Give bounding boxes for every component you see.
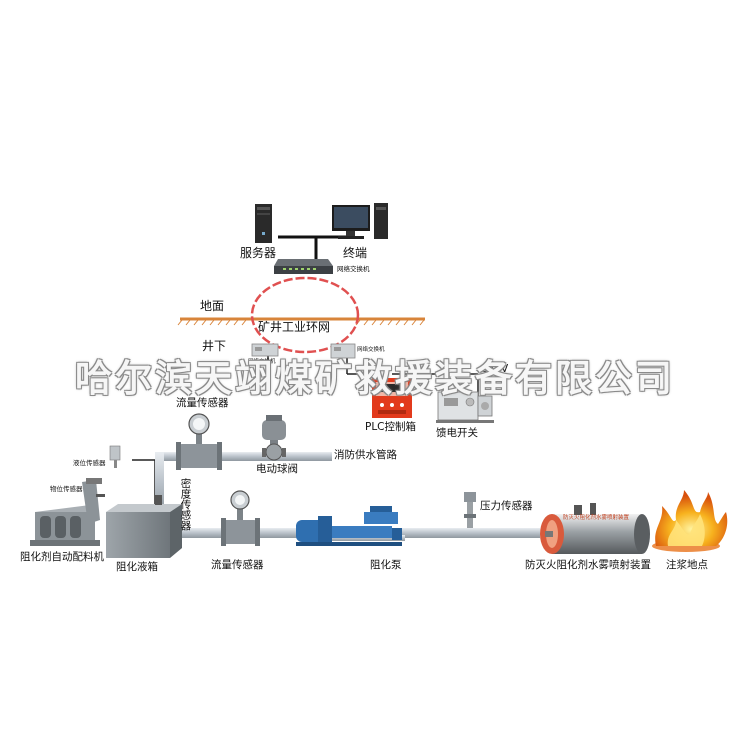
industrial-ring-network — [250, 276, 360, 354]
pressure-sensor-icon — [464, 492, 476, 528]
density-sensor-label: 密度传感器 — [179, 478, 192, 531]
level-sensor-label: 液位传感器 — [73, 459, 106, 467]
fire-water-pipe — [155, 452, 332, 514]
grout-point-label: 注浆地点 — [666, 559, 708, 571]
flow-sensor-bottom-icon — [221, 490, 260, 546]
terminal-icon — [332, 203, 388, 239]
tank-body-text: 防灭火阻化剂水雾喷射装置 — [563, 515, 630, 521]
voltage-label: 660V — [481, 363, 509, 375]
tank-icon — [106, 495, 182, 558]
fire-icon — [652, 490, 728, 552]
ball-valve-icon — [262, 415, 286, 461]
terminal-label: 终端 — [343, 246, 368, 260]
plc-label: PLC控制箱 — [365, 421, 417, 433]
switch-right-label: 网络交换机 — [357, 347, 385, 353]
level-sensor-icon — [109, 445, 121, 468]
feed-switch-icon — [436, 391, 494, 423]
switch-left-label: 网络交换机 — [248, 359, 276, 365]
switch-icon — [274, 259, 333, 274]
pressure-sensor-label: 压力传感器 — [480, 500, 533, 512]
flow-sensor-top-label: 流量传感器 — [176, 397, 229, 409]
ground-label: 地面 — [200, 299, 225, 313]
network-lines — [132, 235, 479, 512]
tank-label: 阻化液箱 — [116, 561, 158, 573]
feed-switch-label: 馈电开关 — [436, 427, 478, 439]
flow-sensor-bottom-label: 流量传感器 — [211, 559, 264, 571]
auto-mixer-label: 阻化剂自动配料机 — [20, 551, 104, 563]
switch-left-icon — [251, 343, 279, 357]
pump-label: 阻化泵 — [370, 559, 402, 571]
server-icon — [255, 204, 272, 243]
pump-icon — [296, 506, 402, 546]
ring-network-label: 矿井工业环网 — [258, 320, 331, 334]
mixer-icon — [30, 478, 105, 546]
switch-right-icon — [330, 343, 356, 359]
plc-box-icon — [372, 378, 412, 418]
underground-label: 井下 — [202, 339, 227, 353]
material-sensor-label: 物位传感器 — [50, 485, 83, 493]
fire-pipe-label: 消防供水管路 — [334, 449, 397, 461]
server-label: 服务器 — [240, 246, 277, 260]
spray-device-label: 防灭火阻化剂水雾喷射装置 — [525, 559, 651, 571]
switch-top-label: 网络交换机 — [337, 265, 370, 273]
flow-sensor-top-icon — [176, 413, 222, 470]
spray-tank-icon — [540, 503, 650, 554]
electric-valve-label: 电动球阀 — [256, 463, 298, 475]
